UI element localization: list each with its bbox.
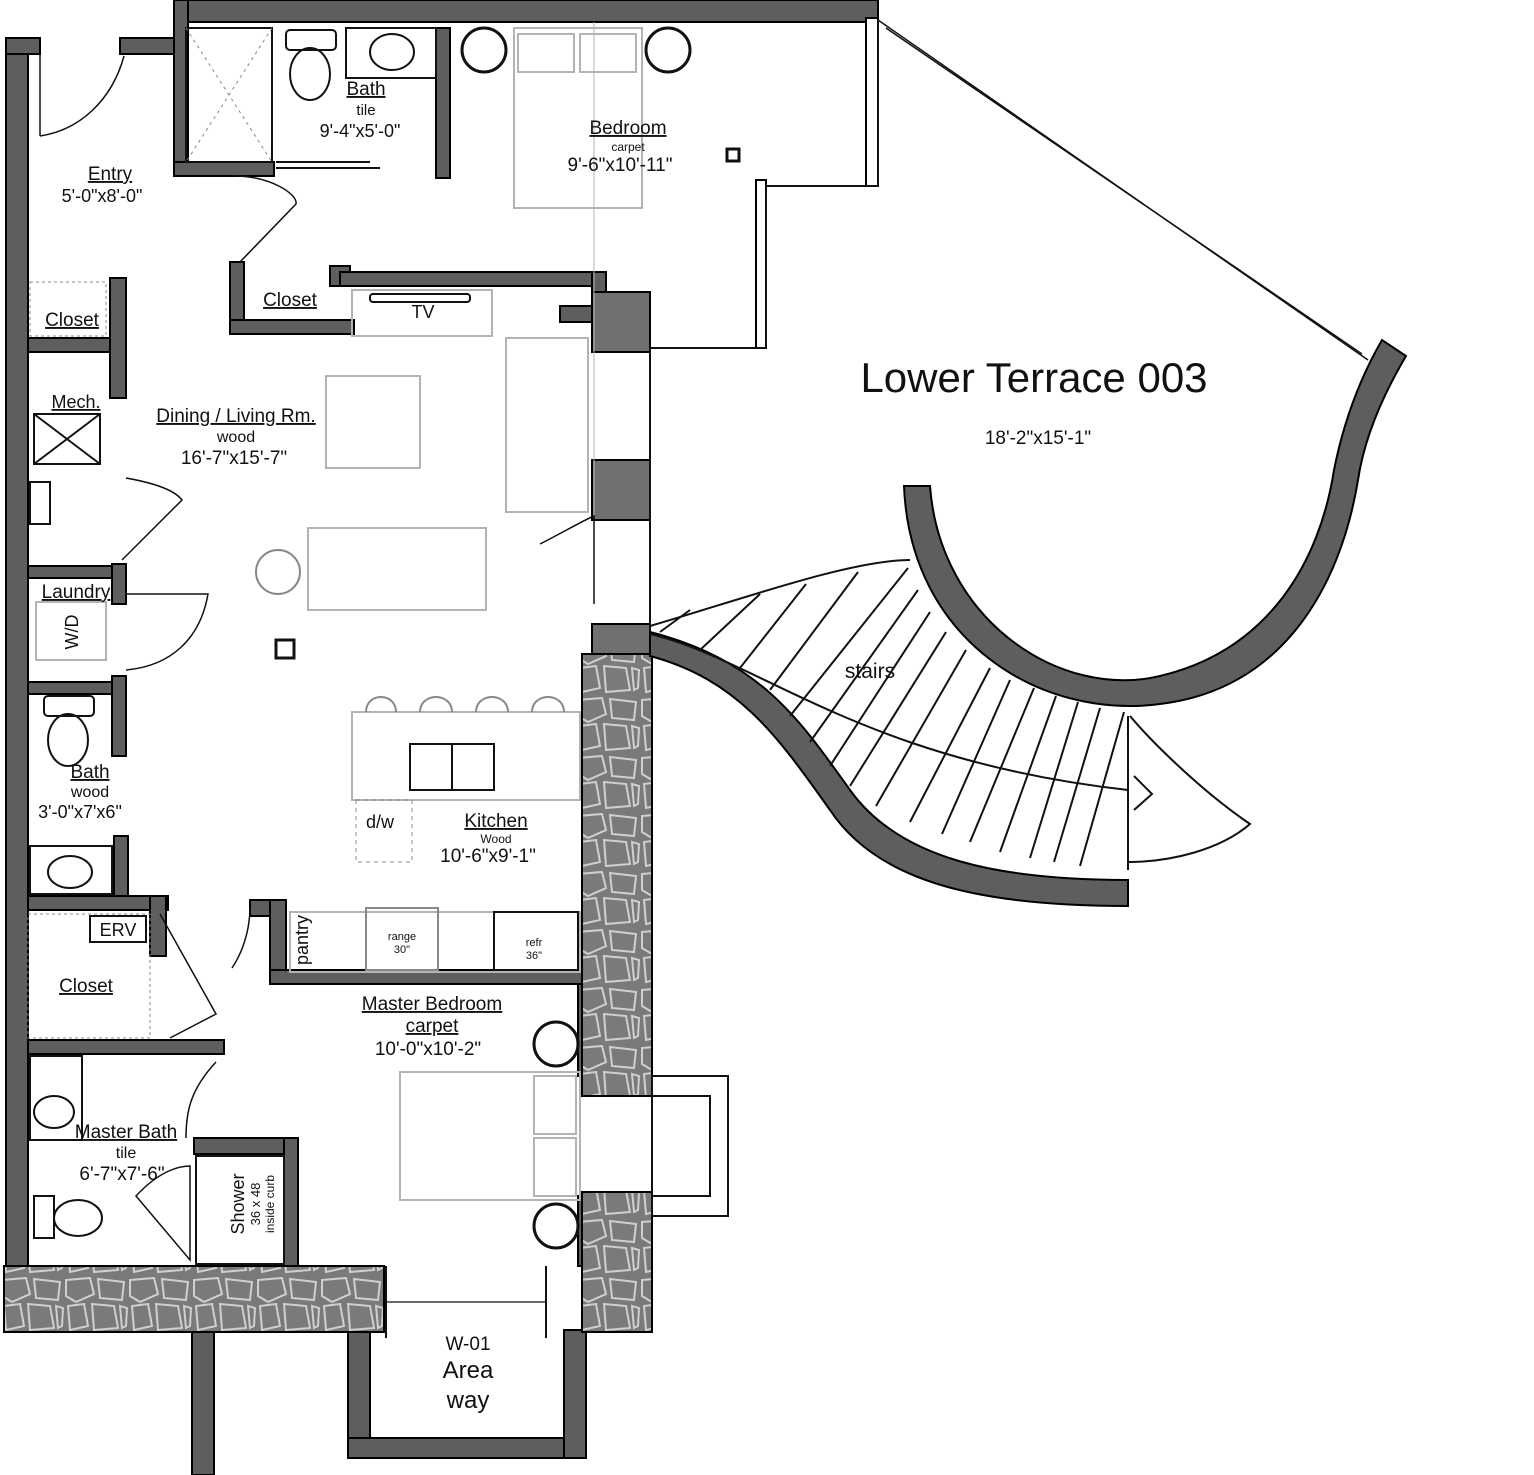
walls	[5, 0, 879, 1475]
erv-label: ERV	[100, 920, 137, 940]
terrace-size: 18'-2"x15'-1"	[985, 428, 1091, 449]
kitchen-label: Kitchen	[464, 811, 527, 832]
stairs	[649, 559, 1252, 870]
stairs-label: stairs	[845, 660, 895, 683]
bedroom-size: 9'-6"x10'-11"	[568, 155, 673, 176]
refr-label: refr	[526, 937, 543, 949]
mech-label: Mech.	[51, 392, 100, 412]
bath-lower-finish: wood	[70, 784, 109, 801]
kitchen-finish: Wood	[480, 832, 511, 846]
bath-lower-label: Bath	[70, 762, 109, 783]
master-bath-size: 6'-7"x7'-6"	[79, 1164, 164, 1185]
kitchen-size: 10'-6"x9'-1"	[440, 846, 536, 867]
closet-upper-label: Closet	[263, 290, 318, 311]
tv-label: TV	[411, 302, 434, 322]
master-bed-label: Master Bedroom	[362, 994, 502, 1015]
shower-size: 36 x 48	[248, 1183, 263, 1226]
master-bed-finish: carpet	[406, 1016, 460, 1037]
areaway-line2: way	[446, 1387, 490, 1414]
bath-upper-label: Bath	[346, 79, 385, 100]
master-bed-size: 10'-0"x10'-2"	[375, 1039, 481, 1060]
shower-label: Shower	[228, 1173, 248, 1234]
furniture	[27, 26, 741, 1338]
areaway-window: W-01	[445, 1334, 490, 1355]
bedroom-finish: carpet	[611, 140, 645, 154]
areaway-line1: Area	[443, 1357, 494, 1384]
bath-upper-size: 9'-4"x5'-0"	[320, 121, 401, 141]
closet-lower-label: Closet	[59, 976, 114, 997]
shower-note: inside curb	[263, 1175, 277, 1233]
bath-lower-size: 3'-0"x7'x6"	[38, 802, 122, 822]
entry-label: Entry	[88, 164, 133, 185]
master-bath-label: Master Bath	[75, 1122, 177, 1143]
range-label: range	[388, 931, 416, 943]
bath-upper-finish: tile	[356, 102, 375, 119]
living-size: 16'-7"x15'-7"	[181, 448, 287, 469]
terrace-outline	[593, 19, 1369, 640]
terrace-curve-wall	[649, 338, 1408, 908]
wd-label: W/D	[62, 615, 82, 650]
stone-walls	[3, 653, 653, 1333]
master-bath-finish: tile	[116, 1145, 137, 1162]
room-labels: Entry 5'-0"x8'-0" Bath tile 9'-4"x5'-0" …	[38, 79, 1207, 1414]
living-finish: wood	[216, 429, 255, 446]
living-label: Dining / Living Rm.	[156, 406, 315, 427]
dw-label: d/w	[366, 812, 395, 832]
pantry-label: pantry	[292, 915, 312, 965]
range-size: 30"	[394, 944, 410, 956]
closet-left-label: Closet	[45, 310, 100, 331]
entry-size: 5'-0"x8'-0"	[62, 186, 143, 206]
bedroom-label: Bedroom	[589, 118, 666, 139]
refr-size: 36"	[526, 950, 542, 962]
laundry-label: Laundry	[42, 582, 111, 603]
terrace-label: Lower Terrace 003	[860, 354, 1207, 401]
